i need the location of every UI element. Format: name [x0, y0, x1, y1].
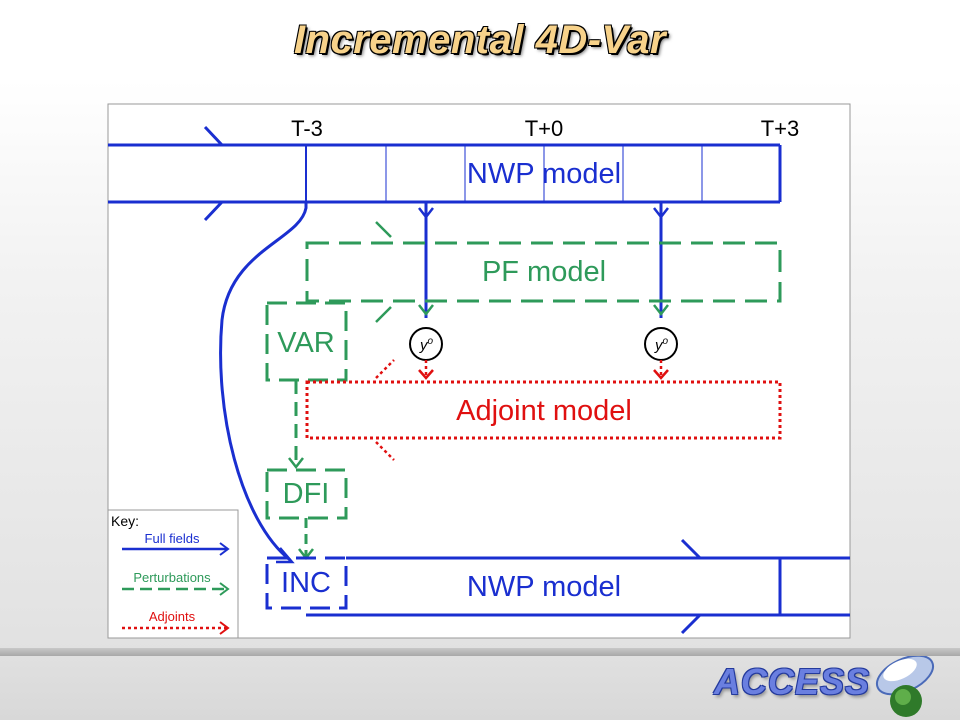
access-swirl-icon: [875, 654, 935, 717]
inc-box: [265, 556, 348, 610]
key-pert-label: Perturbations: [133, 570, 211, 585]
inc-label: INC: [281, 567, 331, 599]
background-trajectory: [219, 202, 308, 562]
slide-title: Incremental 4D-Var: [293, 18, 667, 62]
nwp-bottom-label: NWP model: [467, 571, 621, 603]
key-legend: Key: Full fields Perturbations Adjoints: [107, 509, 239, 639]
pf-tick: [375, 221, 392, 238]
key-full-label: Full fields: [145, 531, 200, 546]
adjoint-model-label: Adjoint model: [456, 395, 632, 427]
background-arrowhead: [276, 547, 295, 564]
obs-symbol-2: yo: [654, 336, 669, 354]
obs-symbol-1: yo: [419, 336, 434, 354]
obs-arrow-2-head: [653, 207, 669, 220]
adj-arrow-2-head: [653, 369, 669, 380]
key-pert-head: [219, 582, 230, 596]
var-to-dfi-head: [288, 457, 304, 470]
adj-arrow-1-head: [418, 369, 434, 380]
time-label-start: T-3: [291, 116, 323, 141]
adjoint-model-box: [305, 380, 782, 440]
dfi-label: DFI: [283, 478, 330, 510]
pf-model-label: PF model: [482, 256, 606, 288]
var-box: [265, 301, 348, 382]
nwp-top-label: NWP model: [467, 158, 621, 190]
adj-tick-2: [375, 441, 395, 461]
nwp-bottom-band: [306, 538, 850, 635]
footer-bar: [0, 648, 960, 656]
key-title: Key:: [111, 513, 139, 529]
var-label: VAR: [277, 327, 334, 359]
access-logo-text: ACCESS: [713, 661, 871, 702]
nwp-top-band: [108, 125, 782, 222]
pf-tick-2: [375, 306, 392, 323]
pf-obs-head-1: [418, 304, 434, 317]
pf-model-box: [305, 241, 782, 303]
key-adj-label: Adjoints: [149, 609, 196, 624]
time-label-end: T+3: [761, 116, 800, 141]
obs-arrow-1-head: [418, 207, 434, 220]
dfi-box: [265, 468, 348, 520]
time-label-mid: T+0: [525, 116, 564, 141]
adj-tick-1: [375, 359, 395, 379]
key-adj-head: [219, 621, 230, 635]
key-full-head: [219, 542, 230, 556]
pf-obs-head-2: [653, 304, 669, 317]
